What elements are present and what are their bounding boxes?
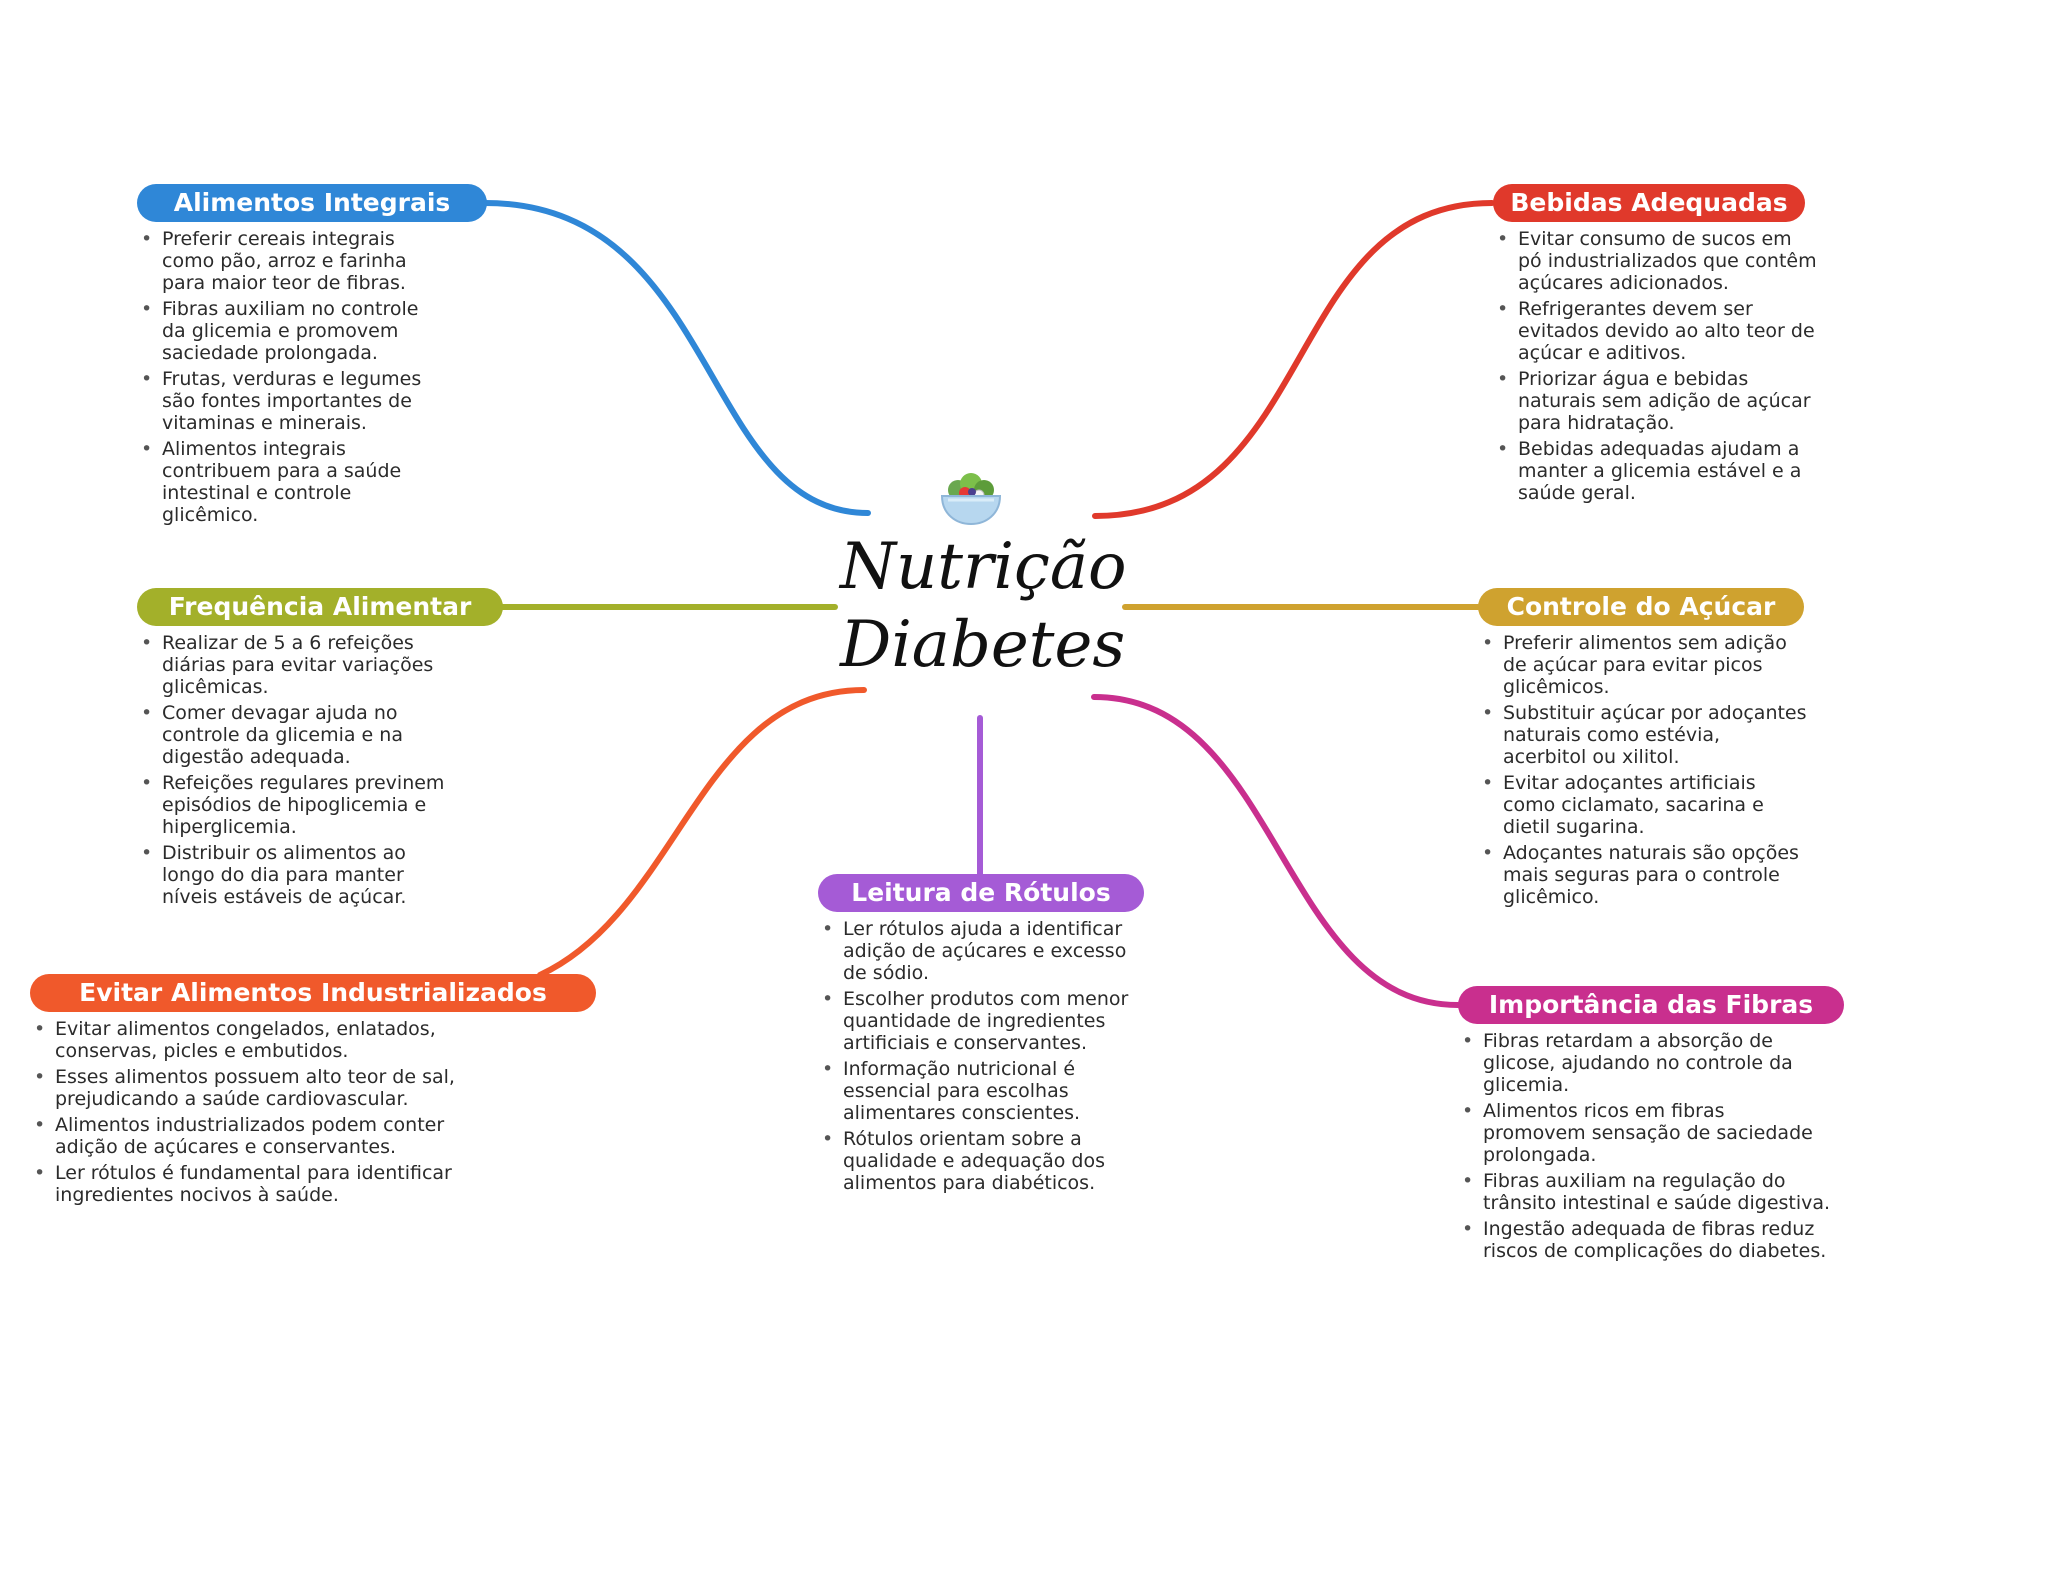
topic-detail-item: Ler rótulos ajuda a identificar adição d…: [818, 918, 1148, 984]
topic-detail-item: Fibras auxiliam no controle da glicemia …: [137, 298, 437, 364]
topic-pill-bebidas-adequadas[interactable]: Bebidas Adequadas: [1493, 184, 1805, 222]
topic-detail-item: Rótulos orientam sobre a qualidade e ade…: [818, 1128, 1148, 1194]
connector-integrais: [482, 200, 871, 516]
topic-detail-item: Alimentos industrializados podem conter …: [30, 1114, 470, 1158]
topic-detail-item: Refrigerantes devem ser evitados devido …: [1493, 298, 1818, 364]
topic-detail-item: Comer devagar ajuda no controle da glice…: [137, 702, 462, 768]
topic-details-list: Evitar consumo de sucos em pó industrial…: [1493, 228, 1818, 504]
topic-detail-item: Fibras auxiliam na regulação do trânsito…: [1458, 1170, 1833, 1214]
branch-evitar-alimentos-industrializados: Evitar Alimentos Industrializados Evitar…: [30, 974, 600, 1210]
topic-pill-alimentos-integrais[interactable]: Alimentos Integrais: [137, 184, 487, 222]
topic-detail-item: Evitar consumo de sucos em pó industrial…: [1493, 228, 1818, 294]
topic-detail-item: Priorizar água e bebidas naturais sem ad…: [1493, 368, 1818, 434]
topic-detail-item: Fibras retardam a absorção de glicose, a…: [1458, 1030, 1833, 1096]
topic-detail-item: Informação nutricional é essencial para …: [818, 1058, 1148, 1124]
topic-pill-leitura-de-rotulos[interactable]: Leitura de Rótulos: [818, 874, 1144, 912]
branch-bebidas-adequadas: Bebidas Adequadas Evitar consumo de suco…: [1493, 184, 1823, 508]
branch-importancia-das-fibras: Importância das Fibras Fibras retardam a…: [1458, 986, 1848, 1266]
topic-pill-evitar-alimentos-industrializados[interactable]: Evitar Alimentos Industrializados: [30, 974, 596, 1012]
connector-bebidas: [1092, 200, 1495, 519]
topic-detail-item: Esses alimentos possuem alto teor de sal…: [30, 1066, 470, 1110]
topic-details-list: Preferir cereais integrais como pão, arr…: [137, 228, 437, 526]
connector-fibras: [1091, 694, 1461, 1008]
topic-detail-item: Escolher produtos com menor quantidade d…: [818, 988, 1148, 1054]
topic-detail-item: Distribuir os alimentos ao longo do dia …: [137, 842, 462, 908]
topic-detail-item: Preferir cereais integrais como pão, arr…: [137, 228, 437, 294]
topic-detail-item: Adoçantes naturais são opções mais segur…: [1478, 842, 1808, 908]
topic-pill-importancia-das-fibras[interactable]: Importância das Fibras: [1458, 986, 1844, 1024]
topic-detail-item: Alimentos integrais contribuem para a sa…: [137, 438, 437, 526]
branch-alimentos-integrais: Alimentos Integrais Preferir cereais int…: [137, 184, 487, 530]
topic-details-list: Preferir alimentos sem adição de açúcar …: [1478, 632, 1808, 908]
topic-detail-item: Preferir alimentos sem adição de açúcar …: [1478, 632, 1808, 698]
topic-details-list: Realizar de 5 a 6 refeições diárias para…: [137, 632, 462, 908]
topic-details-list: Evitar alimentos congelados, enlatados, …: [30, 1018, 470, 1206]
topic-pill-controle-do-acucar[interactable]: Controle do Açúcar: [1478, 588, 1804, 626]
topic-details-list: Fibras retardam a absorção de glicose, a…: [1458, 1030, 1833, 1262]
topic-detail-item: Frutas, verduras e legumes são fontes im…: [137, 368, 437, 434]
topic-detail-item: Refeições regulares previnem episódios d…: [137, 772, 462, 838]
salad-bowl-icon: [940, 473, 1002, 526]
branch-frequencia-alimentar: Frequência Alimentar Realizar de 5 a 6 r…: [137, 588, 507, 912]
topic-pill-frequencia-alimentar[interactable]: Frequência Alimentar: [137, 588, 503, 626]
topic-detail-item: Ler rótulos é fundamental para identific…: [30, 1162, 470, 1206]
branch-leitura-de-rotulos: Leitura de Rótulos Ler rótulos ajuda a i…: [818, 874, 1148, 1198]
connector-industrializados: [537, 687, 867, 978]
topic-detail-item: Bebidas adequadas ajudam a manter a glic…: [1493, 438, 1818, 504]
central-title-line1: Nutrição: [840, 530, 1127, 604]
central-title-line2: Diabetes: [840, 608, 1126, 682]
topic-detail-item: Realizar de 5 a 6 refeições diárias para…: [137, 632, 462, 698]
topic-detail-item: Evitar alimentos congelados, enlatados, …: [30, 1018, 470, 1062]
central-topic: Nutrição Diabetes: [840, 528, 1127, 684]
topic-detail-item: Ingestão adequada de fibras reduz riscos…: [1458, 1218, 1833, 1262]
topic-detail-item: Substituir açúcar por adoçantes naturais…: [1478, 702, 1808, 768]
topic-detail-item: Evitar adoçantes artificiais como ciclam…: [1478, 772, 1808, 838]
topic-detail-item: Alimentos ricos em fibras promovem sensa…: [1458, 1100, 1833, 1166]
branch-controle-do-acucar: Controle do Açúcar Preferir alimentos se…: [1478, 588, 1818, 912]
topic-details-list: Ler rótulos ajuda a identificar adição d…: [818, 918, 1148, 1194]
